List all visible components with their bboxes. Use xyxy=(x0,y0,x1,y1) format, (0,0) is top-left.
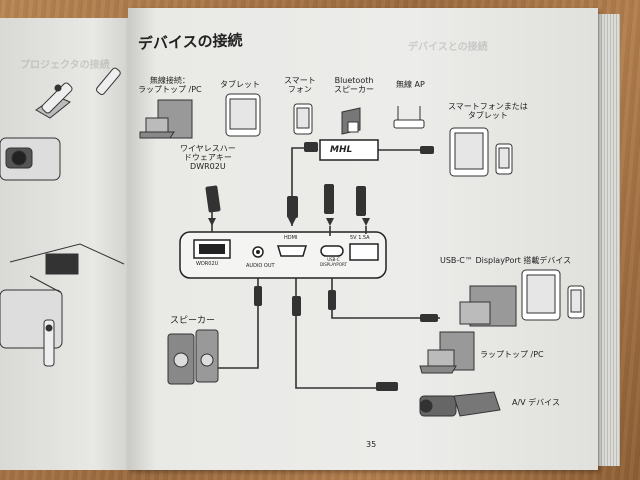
bluetooth-speaker-icon xyxy=(341,107,361,135)
label-laptop-pc: ラップトップ /PC xyxy=(480,350,544,359)
label-tablet: タブレット xyxy=(220,80,260,89)
label-dongle: ワイヤレスハー ドウェアキー DWR02U xyxy=(180,144,236,172)
label-bt-speaker: Bluetooth スピーカー xyxy=(334,76,374,95)
left-page-projector-remote xyxy=(0,67,121,181)
port-label-hdmi: HDMI xyxy=(284,235,298,241)
label-smartphone: スマート フォン xyxy=(284,76,316,95)
port-label-audio-out: AUDIO OUT xyxy=(246,263,275,269)
label-wireless-pc: 無線接続： ラップトップ /PC xyxy=(138,76,202,95)
mhl-label: MHL xyxy=(330,145,353,155)
mhl-adapter xyxy=(319,139,379,161)
label-phone-or-tablet: スマートフォンまたは タブレット xyxy=(448,102,528,121)
top-device-icons xyxy=(139,93,513,177)
wireless-ap-icon xyxy=(393,106,425,129)
tablet-icon xyxy=(225,93,261,137)
cable-plugs xyxy=(205,142,438,391)
projector-port-panel xyxy=(179,231,387,279)
smartphone-icon xyxy=(293,103,313,135)
usbc-devices-icon xyxy=(459,269,585,327)
av-device-icon xyxy=(419,391,501,417)
speaker-icon xyxy=(167,329,219,385)
bottom-device-icons xyxy=(167,269,585,417)
label-speaker: スピーカー xyxy=(170,316,216,326)
label-usbc-devices: USB-C™ DisplayPort 搭載デバイス xyxy=(440,256,572,265)
left-page-setup-illustration xyxy=(0,243,125,367)
label-av-device: A/V デバイス xyxy=(512,398,560,407)
port-label-usbc: USB-C DISPLAYPORT xyxy=(320,257,347,267)
show-through-text: プロジェクタの接続 xyxy=(20,60,110,71)
port-label-power: 5V 1.5A xyxy=(350,235,370,241)
laptop-pc-icon xyxy=(139,99,193,139)
label-wireless-ap: 無線 AP xyxy=(396,80,425,89)
phone-and-tablet-icon xyxy=(449,127,513,177)
page-title: デバイスの接続 xyxy=(137,31,243,53)
page-number: 35 xyxy=(366,440,377,449)
laptop-pc-bottom-icon xyxy=(419,331,475,374)
show-through-text: デバイスとの接続 xyxy=(408,42,488,53)
port-label-wdr02u: WDR02U xyxy=(196,261,219,267)
